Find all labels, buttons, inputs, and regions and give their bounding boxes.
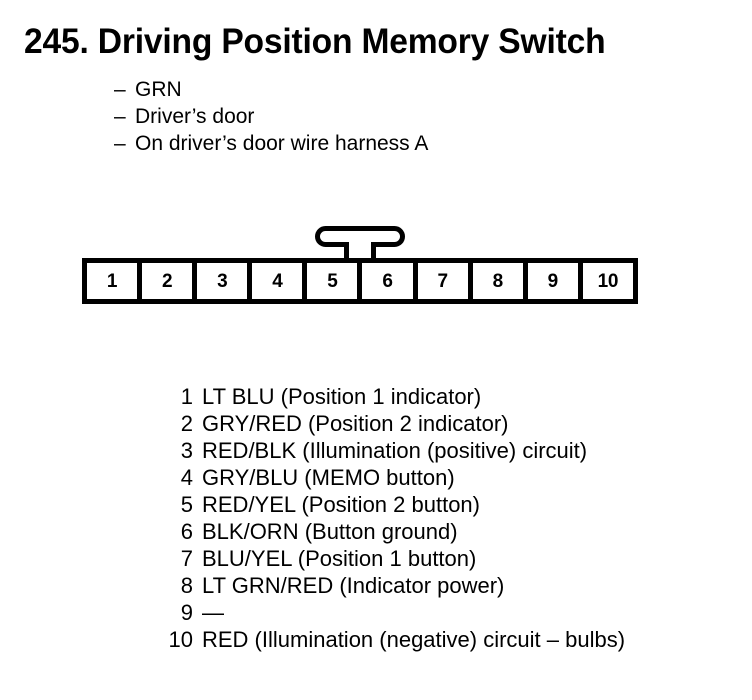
pin-number: 4: [180, 465, 193, 490]
attribute-list: –GRN –Driver’s door –On driver’s door wi…: [114, 76, 428, 157]
pin-legend-row: 10 RED (Illumination (negative) circuit …: [100, 626, 626, 653]
connector-pin-cell: 8: [472, 263, 523, 299]
dash-marker: –: [114, 132, 126, 155]
pin-cell-number: 4: [272, 270, 283, 292]
list-item: –GRN: [114, 76, 428, 103]
connector-pin-cell: 1: [87, 263, 138, 299]
connector-pin-cell: 6: [362, 263, 413, 299]
pin-cell-number: 8: [492, 270, 504, 292]
pin-legend-row: 9 —: [100, 599, 625, 626]
dash-marker: –: [114, 78, 126, 101]
connector-diagram: 1 2 3 4 5 6 7 8 9 10: [82, 226, 638, 306]
pin-description: LT GRN/RED (Indicator power): [202, 573, 505, 598]
connector-pin-cell: 9: [527, 263, 578, 299]
pin-legend-row: 2 GRY/RED (Position 2 indicator): [100, 410, 625, 437]
connector-pin-cell: 4: [252, 263, 303, 299]
pin-description: RED/YEL (Position 2 button): [202, 492, 480, 517]
pin-legend-row: 7 BLU/YEL (Position 1 button): [100, 545, 625, 572]
pin-cell-number: 6: [382, 270, 393, 292]
list-item: –Driver’s door: [114, 103, 428, 130]
pin-number: 10: [168, 627, 193, 652]
connector-pin-cell: 5: [307, 263, 358, 299]
list-item-label: Driver’s door: [135, 105, 255, 128]
pin-number: 5: [180, 492, 193, 517]
pin-number: 2: [180, 411, 193, 436]
pin-legend-row: 5 RED/YEL (Position 2 button): [100, 491, 625, 518]
pin-cell-number: 10: [597, 270, 619, 292]
connector-body: 1 2 3 4 5 6 7 8 9 10: [82, 258, 638, 304]
pin-cell-number: 7: [437, 270, 448, 292]
pin-description: BLK/ORN (Button ground): [202, 519, 458, 544]
list-item-label: On driver’s door wire harness A: [135, 132, 429, 155]
connector-pin-cell: 10: [582, 263, 633, 299]
connector-pin-cell: 2: [142, 263, 193, 299]
pin-description: RED/BLK (Illumination (positive) circuit…: [202, 438, 588, 463]
pin-number: 9: [180, 600, 193, 625]
pin-cell-number: 2: [162, 270, 173, 292]
pin-legend-row: 3 RED/BLK (Illumination (positive) circu…: [100, 437, 625, 464]
connector-pin-cell: 3: [197, 263, 248, 299]
list-item-label: GRN: [135, 78, 182, 101]
latch-tab-icon: [315, 226, 405, 262]
page-title: 245. Driving Position Memory Switch: [24, 22, 606, 61]
pin-description: LT BLU (Position 1 indicator): [202, 384, 482, 409]
pin-description: —: [202, 600, 224, 625]
pin-cell-number: 9: [547, 270, 559, 292]
dash-marker: –: [114, 105, 126, 128]
pin-description: RED (Illumination (negative) circuit – b…: [202, 627, 626, 652]
pin-number: 1: [180, 384, 193, 409]
pin-number: 7: [180, 546, 193, 571]
pin-cell-number: 1: [106, 270, 118, 292]
pin-number: 3: [180, 438, 193, 463]
list-item: –On driver’s door wire harness A: [114, 130, 428, 157]
pin-legend-row: 1 LT BLU (Position 1 indicator): [100, 383, 625, 410]
pin-number: 8: [180, 573, 193, 598]
pin-cell-number: 3: [217, 270, 228, 292]
pin-description: BLU/YEL (Position 1 button): [202, 546, 477, 571]
pin-legend-row: 6 BLK/ORN (Button ground): [100, 518, 625, 545]
connector-pin-cell: 7: [417, 263, 468, 299]
latch-stem: [344, 242, 376, 262]
pin-legend: 1 LT BLU (Position 1 indicator) 2 GRY/RE…: [100, 383, 626, 653]
pin-description: GRY/BLU (MEMO button): [202, 465, 455, 490]
pin-legend-row: 8 LT GRN/RED (Indicator power): [100, 572, 625, 599]
pin-description: GRY/RED (Position 2 indicator): [202, 411, 509, 436]
pin-legend-row: 4 GRY/BLU (MEMO button): [100, 464, 625, 491]
pin-cell-number: 5: [327, 270, 338, 292]
pin-number: 6: [180, 519, 193, 544]
